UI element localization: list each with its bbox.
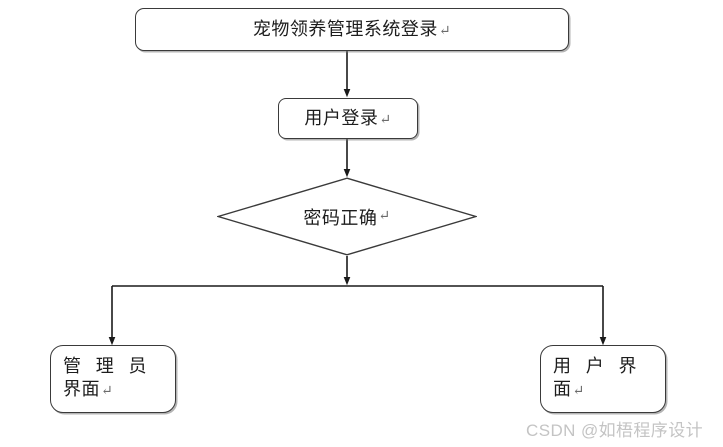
node-password-correct-decision[interactable]: 密码正确↵: [217, 177, 477, 256]
node-admin-line2: 界面: [63, 379, 100, 400]
diamond-shape-icon: [217, 177, 477, 256]
csdn-watermark: CSDN @如梧程序设计: [526, 421, 703, 440]
node-user-interface[interactable]: 用户界面↵: [540, 345, 666, 413]
node-login-label: 用户登录↵: [304, 107, 392, 128]
node-system-login-title[interactable]: 宠物领养管理系统登录↵: [135, 8, 569, 51]
paragraph-mark-icon: ↵: [378, 208, 391, 224]
node-admin-line1: 管理员: [63, 356, 147, 376]
node-user-login[interactable]: 用户登录↵: [278, 98, 418, 139]
node-user-line2: 面: [553, 379, 572, 400]
node-decision-label: 密码正确↵: [303, 207, 391, 228]
node-user-label: 用户界面↵: [541, 346, 637, 401]
node-title-label: 宠物领养管理系统登录↵: [252, 18, 452, 39]
paragraph-mark-icon: ↵: [572, 383, 585, 400]
paragraph-mark-icon: ↵: [379, 111, 392, 128]
node-admin-label: 管理员界面↵: [51, 346, 147, 401]
paragraph-mark-icon: ↵: [101, 383, 114, 400]
node-admin-interface[interactable]: 管理员界面↵: [50, 345, 176, 413]
paragraph-mark-icon: ↵: [438, 22, 452, 39]
node-user-line1: 用户界: [553, 356, 637, 376]
